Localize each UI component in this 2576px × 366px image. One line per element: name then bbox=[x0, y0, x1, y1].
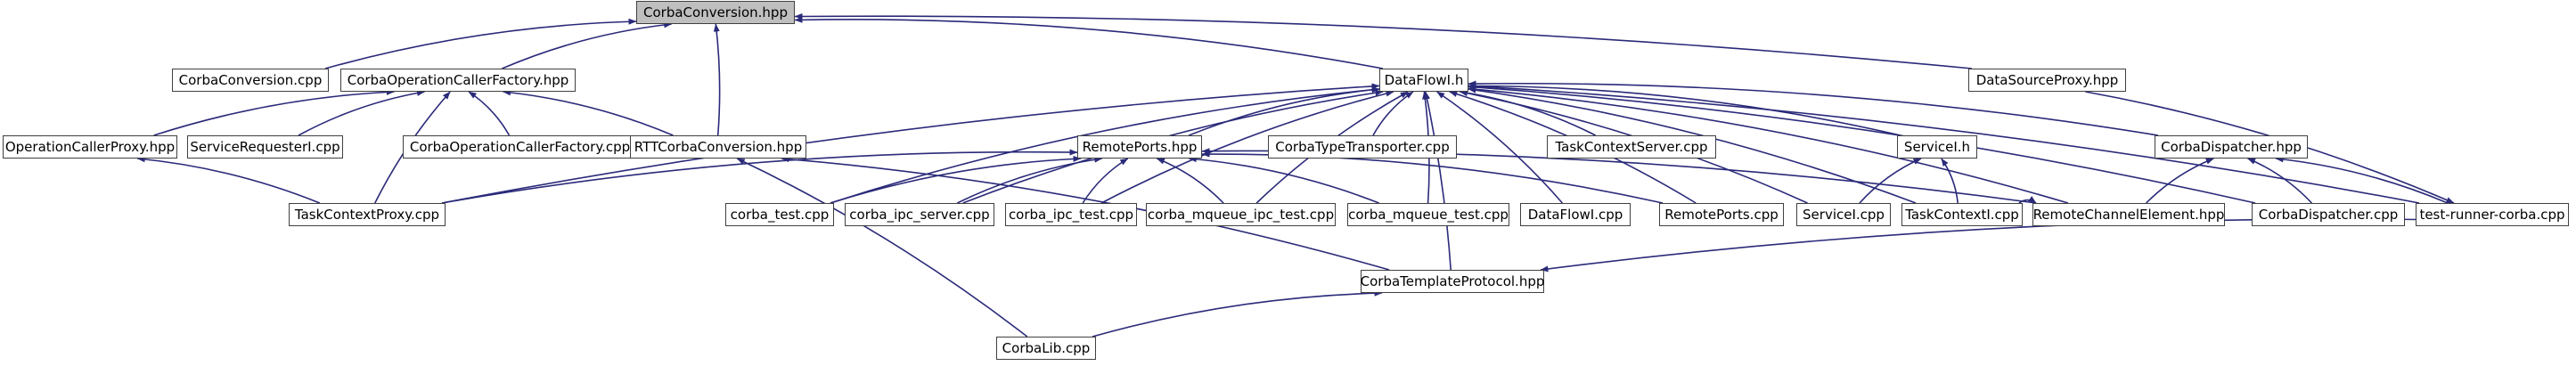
graph-node-taskcontextserver_cpp[interactable]: TaskContextServer.cpp bbox=[1547, 135, 1716, 159]
graph-node-corbaconversion_cpp[interactable]: CorbaConversion.cpp bbox=[172, 69, 329, 92]
graph-node-dataflowi_cpp[interactable]: DataFlowI.cpp bbox=[1520, 203, 1631, 226]
graph-edge bbox=[1540, 218, 2417, 272]
graph-node-remotechannelelement_hpp[interactable]: RemoteChannelElement.hpp bbox=[2032, 203, 2225, 226]
graph-node-operationcallerproxy_hpp[interactable]: OperationCallerProxy.hpp bbox=[3, 135, 177, 159]
graph-node-remoteports_hpp[interactable]: RemotePorts.hpp bbox=[1077, 135, 1202, 159]
graph-edge bbox=[1188, 156, 1379, 204]
graph-edge bbox=[1468, 85, 2069, 204]
graph-edge bbox=[2275, 156, 2449, 204]
graph-node-taskcontexti_cpp[interactable]: TaskContextI.cpp bbox=[1901, 203, 2023, 226]
graph-edge bbox=[1372, 91, 1414, 136]
graph-edge bbox=[1468, 80, 2159, 136]
graph-edge bbox=[1201, 148, 2037, 204]
graph-edge bbox=[2146, 158, 2214, 204]
graph-edge bbox=[1201, 150, 1664, 204]
graph-node-servicei_cpp[interactable]: ServiceI.cpp bbox=[1796, 203, 1891, 226]
graph-edge bbox=[781, 156, 1390, 271]
graph-edge bbox=[713, 23, 721, 136]
graph-edge bbox=[1468, 83, 2420, 204]
graph-edge bbox=[1468, 83, 1901, 136]
graph-edge bbox=[298, 89, 425, 136]
graph-edge bbox=[1468, 84, 2256, 204]
graph-node-remoteports_cpp[interactable]: RemotePorts.cpp bbox=[1659, 203, 1784, 226]
graph-edge bbox=[830, 155, 1082, 204]
graph-edge bbox=[468, 91, 511, 136]
graph-edge bbox=[794, 16, 1384, 69]
graph-edge bbox=[441, 149, 1078, 204]
graph-edge bbox=[1082, 158, 1129, 204]
graph-edge bbox=[830, 86, 1380, 204]
graph-edge bbox=[136, 156, 321, 204]
graph-edge bbox=[1189, 86, 1380, 136]
graph-edge bbox=[1436, 91, 1564, 204]
graph-node-servicerequesteri_cpp[interactable]: ServiceRequesterI.cpp bbox=[187, 135, 343, 159]
graph-node-servicei_h[interactable]: ServiceI.h bbox=[1897, 135, 1977, 159]
graph-edge bbox=[1859, 158, 1922, 204]
graph-edge bbox=[2018, 196, 2037, 204]
graph-node-rttcorbaconversion_hpp[interactable]: RTTCorbaConversion.hpp bbox=[630, 135, 806, 159]
graph-edge bbox=[503, 89, 674, 136]
graph-edge bbox=[153, 88, 395, 136]
graph-node-datasourceproxy_hpp[interactable]: DataSourceProxy.hpp bbox=[1968, 69, 2126, 92]
graph-node-test_runner_corba_cpp[interactable]: test-runner-corba.cpp bbox=[2416, 203, 2569, 226]
graph-edge bbox=[736, 158, 1028, 338]
graph-node-corba_mqueue_test_cpp[interactable]: corba_mqueue_test.cpp bbox=[1347, 203, 1509, 226]
graph-edge bbox=[1941, 158, 1959, 204]
graph-edge bbox=[324, 18, 637, 69]
graph-node-corbadispatcher_cpp[interactable]: CorbaDispatcher.cpp bbox=[2252, 203, 2405, 226]
graph-node-corba_ipc_server_cpp[interactable]: corba_ipc_server.cpp bbox=[845, 203, 994, 226]
graph-node-corba_test_cpp[interactable]: corba_test.cpp bbox=[725, 203, 834, 226]
graph-edge bbox=[502, 21, 673, 69]
graph-edge bbox=[794, 12, 1973, 69]
graph-edge bbox=[1100, 90, 1394, 204]
graph-edge bbox=[1424, 91, 1452, 271]
graph-edge bbox=[1092, 289, 1383, 338]
graph-edge bbox=[956, 156, 1103, 204]
graph-node-corbadispatcher_hpp[interactable]: CorbaDispatcher.hpp bbox=[2155, 135, 2308, 159]
graph-node-corbalib_cpp[interactable]: CorbaLib.cpp bbox=[996, 337, 1096, 360]
graph-node-dataflowi_h[interactable]: DataFlowI.h bbox=[1379, 69, 1468, 92]
graph-edge bbox=[1156, 158, 1224, 204]
graph-node-corba_mqueue_ipc_test_cpp[interactable]: corba_mqueue_ipc_test.cpp bbox=[1146, 203, 1336, 226]
graph-node-corba_ipc_test_cpp[interactable]: corba_ipc_test.cpp bbox=[1005, 203, 1137, 226]
graph-node-corbaoperationcallerfactory_hpp[interactable]: CorbaOperationCallerFactory.hpp bbox=[340, 69, 576, 92]
graph-node-taskcontextproxy_cpp[interactable]: TaskContextProxy.cpp bbox=[289, 203, 446, 226]
graph-node-corbaconversion_hpp[interactable]: CorbaConversion.hpp bbox=[636, 1, 795, 24]
graph-edge bbox=[2247, 158, 2312, 204]
graph-node-corbatypetransporter_cpp[interactable]: CorbaTypeTransporter.cpp bbox=[1268, 135, 1457, 159]
graph-node-corbatemplateprotocol_hpp[interactable]: CorbaTemplateProtocol.hpp bbox=[1361, 270, 1544, 293]
graph-edge bbox=[441, 83, 1380, 204]
graph-node-corbaoperationcallerfactory_cpp[interactable]: CorbaOperationCallerFactory.cpp bbox=[403, 135, 637, 159]
